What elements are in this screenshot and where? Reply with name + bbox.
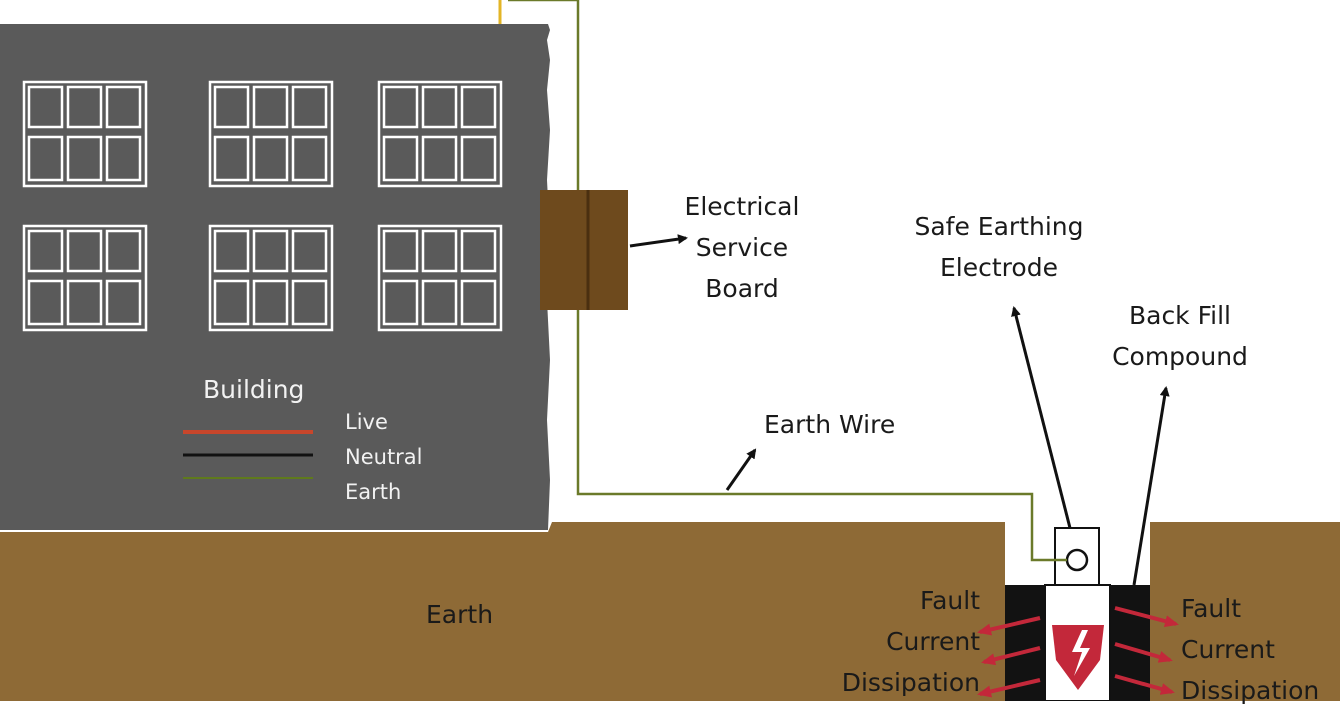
backfill-left	[1005, 585, 1045, 701]
legend-label-live: Live	[345, 410, 388, 434]
fault-current-left-label: Fault Current Dissipation	[800, 580, 980, 703]
building-block	[0, 24, 550, 530]
fault-arrow	[1114, 674, 1175, 695]
fault-left-line: Fault	[920, 586, 980, 615]
window	[208, 224, 334, 332]
service-board-label-line: Electrical	[684, 192, 800, 221]
window	[377, 224, 503, 332]
fault-arrow	[981, 646, 1041, 666]
service-board-label-line: Board	[705, 274, 779, 303]
back-fill-label-line: Compound	[1112, 342, 1248, 371]
back-fill-label-line: Back Fill	[1128, 301, 1232, 330]
safe-electrode-label: Safe Earthing Electrode	[900, 206, 1098, 288]
window	[22, 224, 148, 332]
safe-electrode-label-line: Electrode	[940, 253, 1058, 282]
back-fill-label: Back Fill Compound	[1100, 295, 1260, 377]
electrode-terminal	[1065, 548, 1089, 572]
fault-arrows-left	[977, 616, 1041, 698]
legend-label-neutral: Neutral	[345, 445, 423, 469]
service-board-label: Electrical Service Board	[672, 186, 812, 309]
fault-arrow	[1114, 606, 1179, 628]
window	[22, 80, 148, 188]
fault-arrow	[1114, 642, 1173, 663]
fault-arrows-right	[1114, 606, 1179, 695]
arrow-back-fill	[1132, 386, 1170, 586]
legend-label-earth: Earth	[345, 480, 402, 504]
fault-right-line: Dissipation	[1181, 676, 1320, 705]
arrow-safe-electrode	[1011, 306, 1072, 529]
earth-wire-label: Earth Wire	[764, 410, 896, 439]
earth-wire-path	[576, 310, 1067, 562]
wire-to-board	[508, 0, 580, 190]
fault-left-line: Dissipation	[841, 668, 980, 697]
building-title: Building	[203, 375, 305, 404]
window	[208, 80, 334, 188]
arrow-earth-wire	[725, 448, 757, 491]
service-board	[540, 190, 628, 310]
safe-electrode-label-line: Safe Earthing	[914, 212, 1084, 241]
fault-arrow	[977, 678, 1041, 698]
building-windows	[22, 80, 503, 332]
fault-left-line: Current	[886, 627, 980, 656]
fault-arrow	[977, 616, 1041, 636]
ground-right	[1150, 522, 1340, 701]
ground-label: Earth	[426, 600, 494, 629]
lightning-icon	[1072, 630, 1090, 676]
fault-right-line: Fault	[1181, 594, 1241, 623]
fault-right-line: Current	[1181, 635, 1275, 664]
service-board-label-line: Service	[695, 233, 789, 262]
ground-left	[0, 522, 1005, 701]
fault-current-right-label: Fault Current Dissipation	[1181, 588, 1319, 711]
window	[377, 80, 503, 188]
arrow-service-board	[629, 234, 688, 248]
lightning-shield-icon	[1052, 625, 1104, 690]
